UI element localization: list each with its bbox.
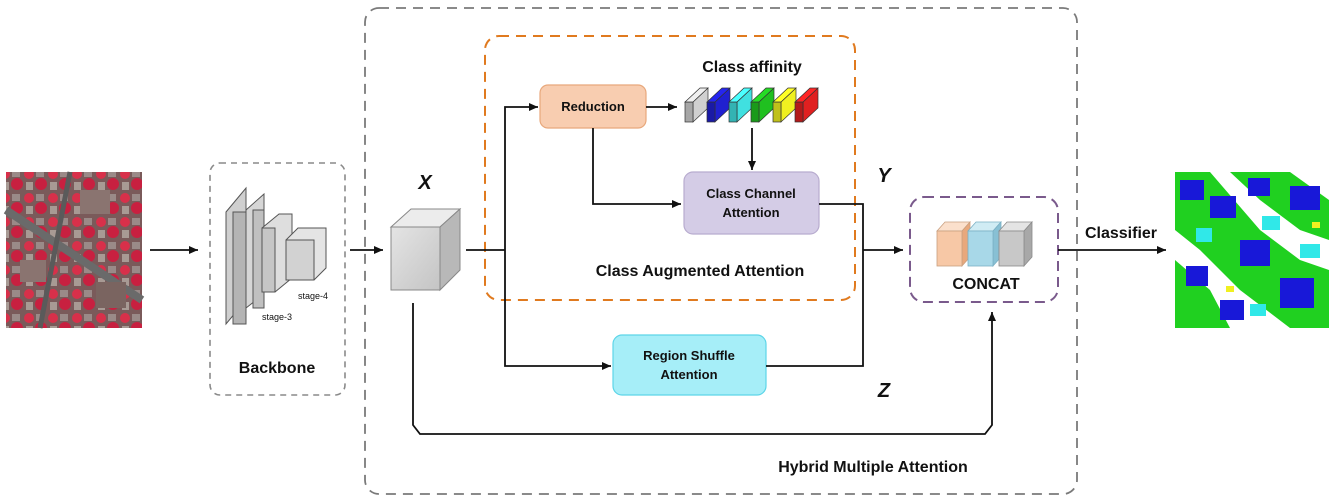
hybrid-attention-box bbox=[364, 7, 1078, 495]
class-affinity-bar bbox=[750, 87, 775, 123]
class-affinity-label: Class affinity bbox=[702, 59, 802, 76]
class-channel-attention-label-line2: Attention bbox=[722, 205, 779, 220]
region-shuffle-label-line2: Attention bbox=[660, 367, 717, 382]
backbone-box bbox=[209, 162, 346, 396]
arrow-reduction-to-cca bbox=[592, 128, 681, 208]
class-affinity-bar bbox=[794, 87, 819, 123]
y-label: Y bbox=[877, 165, 892, 187]
region-shuffle-attention-block bbox=[612, 334, 767, 396]
output-segmentation-map bbox=[1175, 172, 1329, 328]
arrow-x-to-reduction bbox=[504, 103, 538, 250]
class-affinity-bar bbox=[772, 87, 797, 123]
backbone-stage-layers bbox=[225, 186, 327, 326]
region-shuffle-label-line1: Region Shuffle bbox=[643, 348, 735, 363]
input-aerial-image bbox=[3, 171, 145, 329]
x-label: X bbox=[417, 172, 433, 194]
classifier-label: Classifier bbox=[1085, 225, 1157, 242]
stage-3-label: stage-3 bbox=[262, 312, 292, 322]
backbone-label: Backbone bbox=[239, 360, 316, 377]
arrow-x-skip-to-concat bbox=[412, 303, 996, 435]
reduction-label: Reduction bbox=[561, 99, 625, 114]
stage-4-label: stage-4 bbox=[298, 291, 328, 301]
z-label: Z bbox=[877, 380, 891, 402]
class-augmented-attention-label: Class Augmented Attention bbox=[596, 263, 805, 280]
concat-feature-cubes bbox=[936, 220, 1033, 268]
arrow-x-to-region-shuffle bbox=[504, 250, 611, 370]
class-affinity-bars bbox=[684, 87, 819, 123]
class-channel-attention-block bbox=[683, 171, 820, 235]
class-augmented-attention-box bbox=[484, 35, 856, 301]
class-channel-attention-label-line1: Class Channel bbox=[706, 186, 796, 201]
class-affinity-bar bbox=[706, 87, 731, 123]
hybrid-attention-label: Hybrid Multiple Attention bbox=[778, 459, 968, 476]
feature-cube-x bbox=[389, 207, 462, 292]
class-affinity-bar bbox=[728, 87, 753, 123]
line-cca-out bbox=[819, 203, 864, 250]
line-rsa-out bbox=[766, 250, 864, 367]
concat-label: CONCAT bbox=[952, 276, 1019, 293]
class-affinity-bar bbox=[684, 87, 709, 123]
